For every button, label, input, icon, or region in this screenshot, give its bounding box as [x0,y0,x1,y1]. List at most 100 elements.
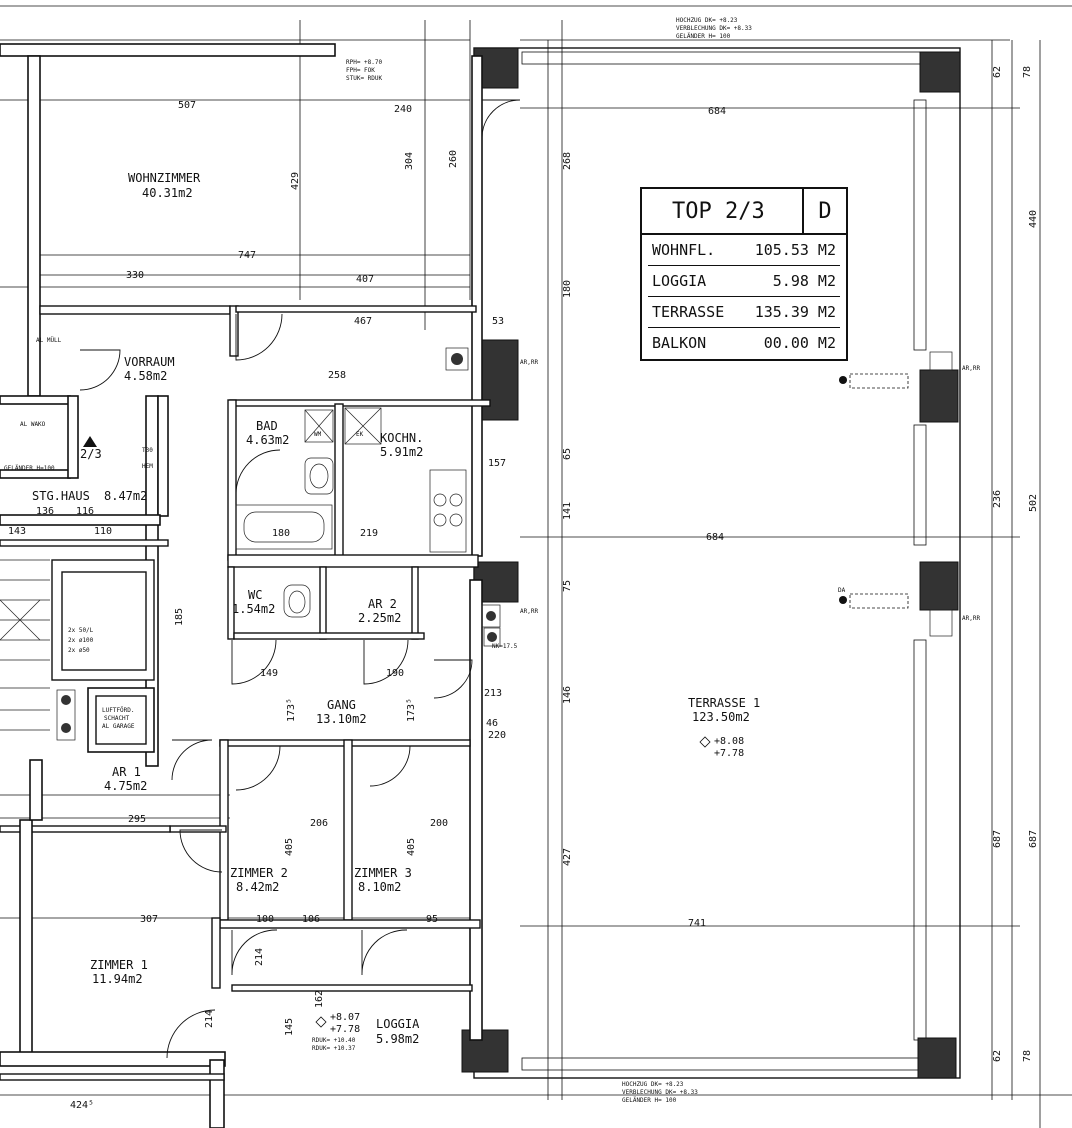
summary-label: WOHNFL. [652,241,716,259]
dim-180: 180 [272,528,290,539]
room-stghaus-name: STG.HAUS [32,489,90,503]
dim-467: 467 [354,316,372,327]
room-vorraum-area: 4.58m2 [124,369,167,383]
dim-1735a: 173⁵ [286,698,297,722]
dim-260: 260 [448,150,459,168]
dim-95: 95 [426,914,438,925]
unit-summary-table: TOP 2/3 D WOHNFL. 105.53 M2 LOGGIA 5.98 … [640,187,848,361]
dim-330: 330 [126,270,144,281]
room-ar1-name: AR 1 [112,765,141,779]
dim-145: 145 [284,1018,295,1036]
room-zimmer2-name: ZIMMER 2 [230,866,288,880]
summary-value: 135.39 M2 [754,303,836,321]
dim-747: 747 [238,250,256,261]
gelaender-label: GELÄNDER H=100 [4,465,55,472]
elevator-label-3: 2x ø50 [68,647,90,654]
walls [0,43,491,1128]
dim-106: 106 [302,914,320,925]
t30-label: T30 [142,447,153,454]
dim-214b: 214 [204,1010,215,1028]
dim-53: 53 [492,316,504,327]
dim-258: 258 [328,370,346,381]
dim-190: 190 [386,668,404,679]
luftschacht-label-2: SCHACHT [104,715,130,722]
terrace-level-1: +8.08 [714,736,744,747]
dim-1735b: 173⁵ [406,698,417,722]
dim-295: 295 [128,814,146,825]
loggia-level-2: +7.78 [330,1024,360,1035]
dim-75: 75 [562,580,573,592]
room-gang-name: GANG [327,698,356,712]
room-ar2-name: AR 2 [368,597,397,611]
dim-62-bottom: 62 [992,1050,1003,1062]
room-ar1-area: 4.75m2 [104,779,147,793]
dim-149: 149 [260,668,278,679]
dim-240: 240 [394,104,412,115]
dim-427: 427 [562,848,573,866]
dim-220: 220 [488,730,506,741]
hochzug-top: HOCHZUG DK= +8.23 [676,17,738,24]
unit-title: TOP 2/3 [642,189,804,233]
dim-102: 116 [76,506,94,517]
dim-407: 407 [356,274,374,285]
dim-180v: 180 [562,280,573,298]
dim-200: 200 [430,818,448,829]
kochn-eq-label: EK [356,431,364,438]
room-loggia-name: LOGGIA [376,1017,420,1031]
room-wc-area: 1.54m2 [232,602,275,616]
summary-label: BALKON [652,334,707,352]
summary-label: TERRASSE [652,303,725,321]
door-swings [79,99,521,1059]
al-wako-label: AL WAKO [20,421,46,428]
dim-405b: 405 [406,838,417,856]
summary-value: 00.00 M2 [763,334,836,352]
dim-4245: 424⁵ [70,1100,94,1111]
dim-304: 304 [404,152,415,170]
summary-value: 105.53 M2 [754,241,836,259]
room-ar2-area: 2.25m2 [358,611,401,625]
dim-141: 141 [562,502,573,520]
room-vorraum-name: VORRAUM [124,355,175,369]
hem-label: HEM [142,463,153,470]
summary-value: 5.98 M2 [772,272,836,290]
dim-213: 213 [484,688,502,699]
top-marker: 2/3 [80,447,102,461]
dim-507: 507 [178,100,196,111]
loggia-rduk-1: RDUK= +10.40 [312,1037,356,1044]
luftschacht-label-3: AL GARAGE [102,723,135,730]
dim-684b: 684 [706,532,724,543]
gelaender-bottom: GELÄNDER H= 100 [622,1097,677,1104]
room-zimmer3-area: 8.10m2 [358,880,401,894]
misc-labels: 2/3 LUFTFÖRD. SCHACHT AL GARAGE 2x 50/L … [4,17,980,1104]
room-terrasse1-area: 123.50m2 [692,710,750,724]
summary-row-loggia: LOGGIA 5.98 M2 [648,266,840,297]
dim-121: 143 [8,526,26,537]
dim-100: 100 [256,914,274,925]
ar-rr-label-4: AR,RR [962,615,980,622]
dim-162: 162 [314,990,325,1008]
terrace-outline [473,47,961,1079]
unit-letter: D [818,198,832,224]
dim-185: 185 [174,608,185,626]
luftschacht-label-1: LUFTFÖRD. [102,707,135,714]
dim-206: 206 [310,818,328,829]
dim-684a: 684 [708,106,726,117]
room-bad-name: BAD [256,419,278,433]
gelaender-top: GELÄNDER H= 100 [676,33,731,40]
dim-405a: 405 [284,838,295,856]
dim-687b: 687 [1028,830,1039,848]
rph-top-3: STUK= RDUK [346,75,383,82]
dim-741: 741 [688,918,706,929]
da-label: DA [838,587,846,594]
loggia-level-1: +8.07 [330,1012,360,1023]
room-bad-area: 4.63m2 [246,433,289,447]
summary-label: LOGGIA [652,272,707,290]
dim-62-top: 62 [992,66,1003,78]
dim-307: 307 [140,914,158,925]
dim-46: 46 [486,718,498,729]
room-zimmer1-name: ZIMMER 1 [90,958,148,972]
loggia-rduk-2: RDUK= +10.37 [312,1045,356,1052]
room-zimmer1-area: 11.94m2 [92,972,143,986]
summary-row-wohnfl: WOHNFL. 105.53 M2 [648,235,840,266]
